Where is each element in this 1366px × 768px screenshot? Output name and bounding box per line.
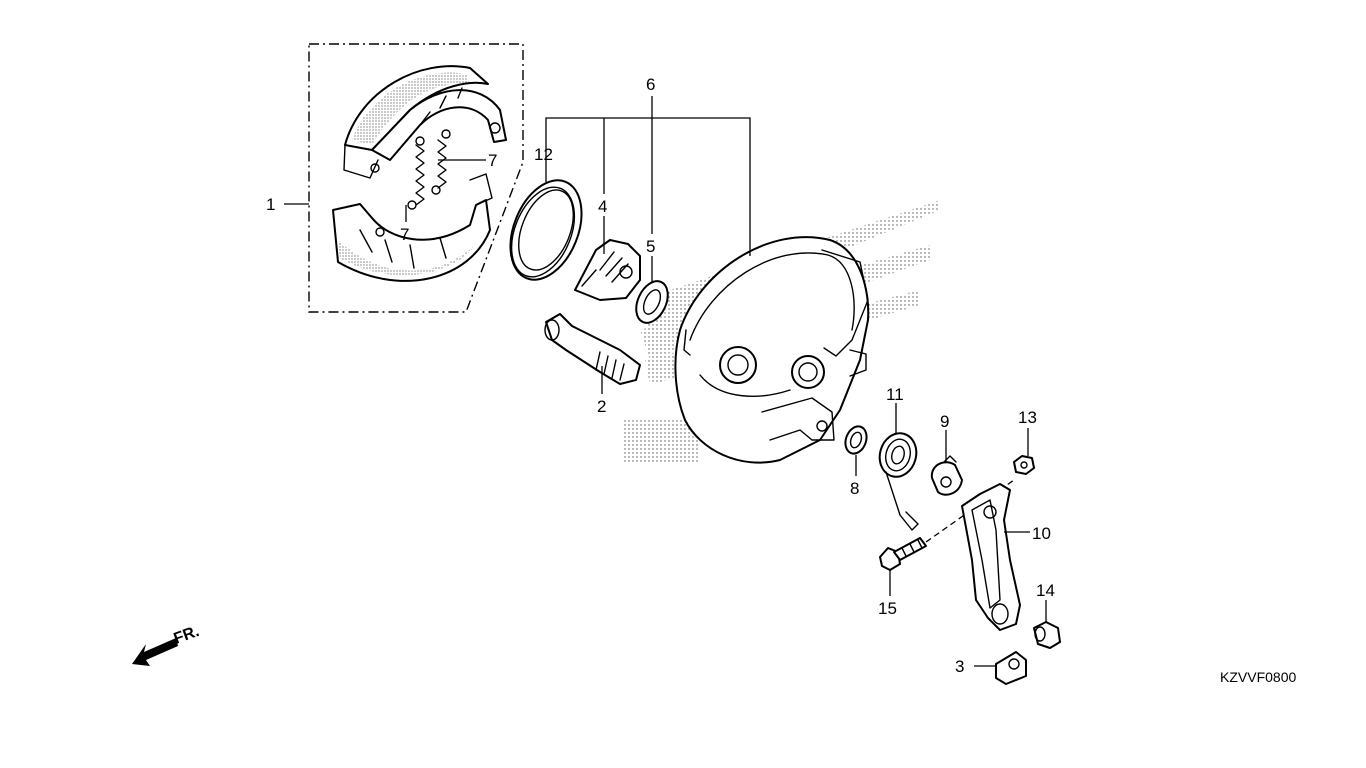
brake-shoe-upper xyxy=(343,65,507,179)
callout-11: 11 xyxy=(886,385,904,404)
pin-14 xyxy=(1033,621,1061,649)
joint-3 xyxy=(995,651,1027,685)
wear-indicator-4 xyxy=(574,239,641,301)
callout-10: 10 xyxy=(1032,524,1051,543)
callout-9: 9 xyxy=(940,412,949,431)
front-label: FR. xyxy=(172,623,202,648)
part-callouts: 1 2 3 4 5 6 7 7 8 9 10 11 12 13 14 15 xyxy=(266,75,1055,676)
callout-12: 12 xyxy=(534,145,553,164)
brake-cam-2 xyxy=(544,313,641,385)
callout-2: 2 xyxy=(597,397,606,416)
indicator-9 xyxy=(930,455,963,496)
brake-shoe-lower xyxy=(332,173,493,282)
washer-5 xyxy=(635,280,669,324)
return-spring-11 xyxy=(878,432,919,531)
callout-7-lower: 7 xyxy=(400,225,409,244)
callout-5: 5 xyxy=(646,237,655,256)
callout-7-upper: 7 xyxy=(488,151,497,170)
callout-1: 1 xyxy=(266,195,275,214)
felt-seal-8 xyxy=(844,425,868,455)
leader-lines xyxy=(284,96,1047,667)
arrow-front-icon xyxy=(132,638,178,666)
callout-13: 13 xyxy=(1018,408,1037,427)
drawing-code: KZVVF0800 xyxy=(1220,669,1296,685)
brake-panel xyxy=(674,236,870,464)
brake-shoe-kit-box xyxy=(308,43,524,313)
callout-8: 8 xyxy=(850,479,859,498)
front-indicator: FR. xyxy=(132,623,202,666)
callout-6: 6 xyxy=(646,75,655,94)
callout-3: 3 xyxy=(955,657,964,676)
return-spring-left xyxy=(407,136,425,210)
callout-4: 4 xyxy=(598,197,607,216)
brake-arm-10 xyxy=(961,483,1021,631)
return-spring-right xyxy=(431,129,451,195)
callout-14: 14 xyxy=(1036,581,1055,600)
seal-12 xyxy=(509,179,583,281)
nut-13 xyxy=(1013,455,1035,475)
callout-15: 15 xyxy=(878,599,897,618)
